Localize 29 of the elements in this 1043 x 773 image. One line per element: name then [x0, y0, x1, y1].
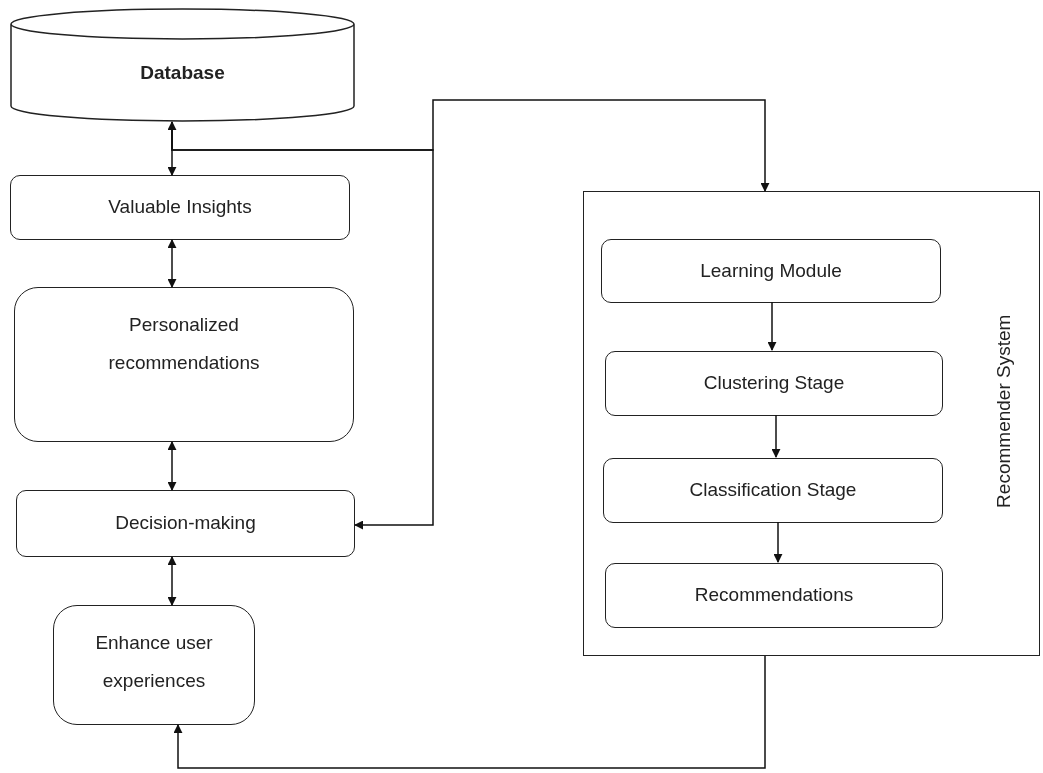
- arrow: [167, 121, 177, 176]
- arrow: [167, 441, 177, 491]
- node-label: Classification Stage: [689, 478, 857, 503]
- arrow: [167, 556, 177, 606]
- process-box: [16, 490, 355, 557]
- database-cylinder: [10, 8, 355, 122]
- stage-box: [603, 458, 943, 523]
- node-label: Database: [140, 60, 225, 85]
- stage-box: [605, 563, 943, 628]
- arrow: [767, 301, 777, 351]
- node-label: Clustering Stage: [703, 371, 845, 396]
- stage-box: [601, 239, 941, 303]
- node-label: Personalized recommendations: [107, 313, 261, 375]
- group-label: Recommender System: [991, 313, 1015, 510]
- arrow: [167, 239, 177, 288]
- arrow: [771, 414, 781, 458]
- arrow: [773, 521, 783, 563]
- node-label: Valuable Insights: [108, 195, 252, 220]
- arrow: [171, 121, 434, 530]
- node-label: Decision-making: [115, 511, 256, 536]
- node-label: Recommendations: [694, 583, 854, 608]
- node-label: Learning Module: [700, 258, 842, 283]
- stage-box: [605, 351, 943, 416]
- arrow: [173, 655, 766, 769]
- node-label: Enhance user experiences: [94, 631, 214, 693]
- process-box: [10, 175, 350, 240]
- system-container: [583, 191, 1040, 656]
- process-box: [14, 287, 354, 442]
- process-box: [53, 605, 255, 725]
